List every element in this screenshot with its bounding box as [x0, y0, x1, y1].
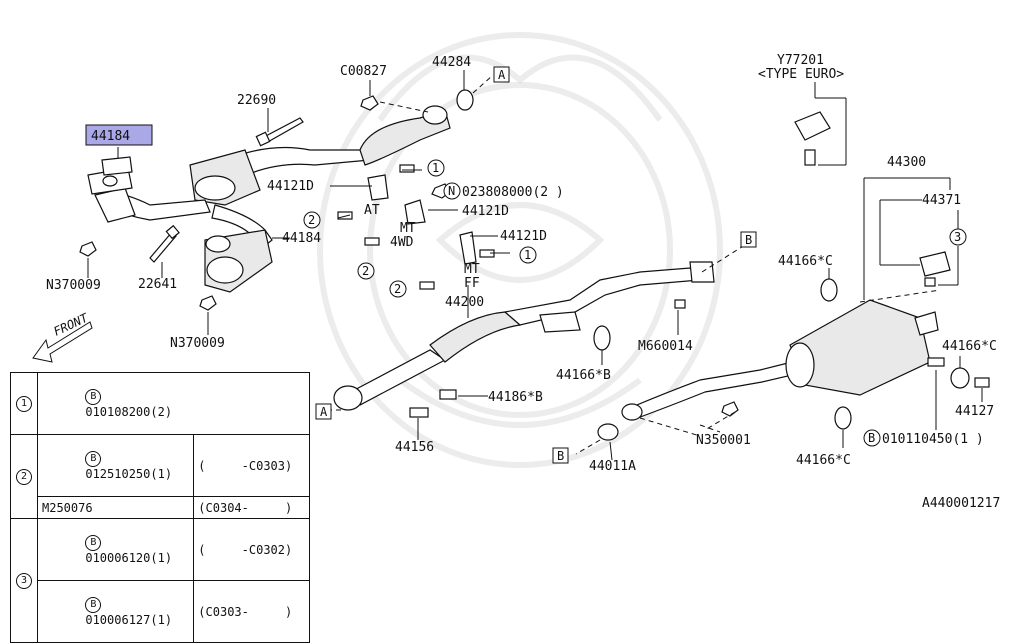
highlight-box [85, 124, 153, 146]
part-label-023808000[interactable]: 023808000(2 ) [462, 185, 564, 200]
n-circle-label: N [448, 184, 455, 198]
part-label-44186b[interactable]: 44186*B [488, 390, 543, 405]
part-label-n370009-b[interactable]: N370009 [170, 336, 225, 351]
watermark-emblem [317, 32, 723, 468]
diagram-code: A440001217 [922, 496, 1000, 511]
variant-at: AT [364, 203, 380, 218]
part-label-44200[interactable]: 44200 [445, 295, 484, 310]
ref-label-a-top: A [498, 68, 506, 82]
part-label-22690[interactable]: 22690 [237, 93, 276, 108]
callout-circle-2-b [357, 262, 375, 280]
legend-num-1: 1 [16, 396, 32, 412]
legend-code-r3b[interactable]: 010006127(1) [85, 613, 173, 627]
legend-code-r2a[interactable]: 012510250(1) [85, 467, 173, 481]
part-label-44166c-bottom[interactable]: 44166*C [796, 453, 851, 468]
front-direction-arrow [32, 321, 93, 363]
part-label-44166c-top[interactable]: 44166*C [778, 254, 833, 269]
part-label-22641[interactable]: 22641 [138, 277, 177, 292]
leader-lines [87, 70, 983, 461]
part-label-44121d-b[interactable]: 44121D [462, 204, 509, 219]
variant-mt-4wd-line1: MT [400, 221, 416, 236]
part-label-m660014[interactable]: M660014 [638, 339, 693, 354]
legend-range-r3a: ( -C0302) [193, 518, 310, 581]
part-label-44184-highlight[interactable]: 44184 [91, 129, 130, 144]
part-label-44166c-mid[interactable]: 44166*C [942, 339, 997, 354]
legend-num-2: 2 [16, 469, 32, 485]
legend-range-r2b: (C0304- ) [193, 496, 310, 519]
part-label-n350001[interactable]: N350001 [696, 433, 751, 448]
exhaust-parts-diagram: 44184 22690 C00827 44284 A Y77201 <TYPE … [32, 32, 1000, 511]
legend-range-r2a: ( -C0303) [193, 434, 310, 497]
b-circle [863, 429, 881, 447]
ref-box-a-bottom [315, 403, 332, 420]
part-label-44184-b[interactable]: 44184 [282, 231, 321, 246]
legend-row-3b: B 010006127(1) (C0303- ) [11, 580, 310, 643]
bracket-set [337, 164, 495, 290]
ref-box-a-top [493, 66, 510, 83]
legend-code-r1[interactable]: 010108200(2) [85, 405, 173, 419]
part-label-010110450[interactable]: 010110450(1 ) [882, 432, 984, 447]
callout-2-c: 2 [394, 282, 401, 296]
front-exhaust-manifold-assembly [79, 89, 474, 311]
callout-2-b: 2 [362, 264, 369, 278]
callout-circle-1-a [427, 159, 445, 177]
legend-b-icon-2a: B [85, 451, 102, 467]
part-label-44166b[interactable]: 44166*B [556, 368, 611, 383]
part-label-n370009-a[interactable]: N370009 [46, 278, 101, 293]
legend-row-2b: M250076 (C0304- ) [11, 496, 310, 519]
legend-row-1: 1 B 010108200(2) [10, 372, 310, 435]
part-label-44300[interactable]: 44300 [887, 155, 926, 170]
variant-mt-ff-line2: FF [464, 276, 480, 291]
part-label-c00827[interactable]: C00827 [340, 64, 387, 79]
callout-circle-2-c [389, 280, 407, 298]
part-label-y77201[interactable]: Y77201 [777, 53, 824, 68]
part-label-44371[interactable]: 44371 [922, 193, 961, 208]
part-label-44121d-c[interactable]: 44121D [500, 229, 547, 244]
legend-num-3: 3 [16, 573, 32, 589]
part-label-44156[interactable]: 44156 [395, 440, 434, 455]
ref-box-b-top [740, 231, 757, 248]
legend-b-icon-3b: B [85, 597, 102, 613]
center-exhaust-pipe [333, 261, 715, 418]
legend-range-r3b: (C0303- ) [193, 580, 310, 643]
type-euro-note: <TYPE EURO> [758, 67, 844, 82]
rear-muffler-assembly [597, 111, 990, 441]
legend-row-2a: 2 B 012510250(1) ( -C0303) [10, 434, 310, 519]
legend-row-3a: 3 B 010006120(1) ( -C0302) [10, 518, 310, 643]
front-label: FRONT [51, 310, 90, 338]
n-circle [443, 182, 461, 200]
ref-label-b-bottom: B [557, 449, 564, 463]
b-circle-label: B [868, 431, 875, 445]
part-label-44284[interactable]: 44284 [432, 55, 471, 70]
callout-1-a: 1 [432, 161, 439, 175]
part-label-44011a[interactable]: 44011A [589, 459, 636, 474]
ref-label-a-bottom: A [320, 405, 328, 419]
legend-b-icon-1: B [85, 389, 102, 405]
variant-mt-ff-line1: MT [464, 262, 480, 277]
ref-box-b-bottom [552, 447, 569, 464]
part-label-44121d-a[interactable]: 44121D [267, 179, 314, 194]
variant-mt-4wd-line2: 4WD [390, 235, 414, 250]
legend-code-r3a[interactable]: 010006120(1) [85, 551, 173, 565]
callout-circle-3-right [949, 228, 967, 246]
callout-circle-1-b [519, 246, 537, 264]
legend-code-r2b[interactable]: M250076 [36, 496, 195, 519]
callout-2-a: 2 [308, 213, 315, 227]
callout-circle-2-a [303, 211, 321, 229]
part-label-44127[interactable]: 44127 [955, 404, 994, 419]
ref-label-b-top: B [745, 233, 752, 247]
legend-b-icon-3a: B [85, 535, 102, 551]
callout-3-right: 3 [954, 230, 961, 244]
fastener-legend-table: 1 B 010108200(2) 2 B 012510250(1) ( -C03… [10, 372, 310, 643]
callout-1-b: 1 [524, 248, 531, 262]
